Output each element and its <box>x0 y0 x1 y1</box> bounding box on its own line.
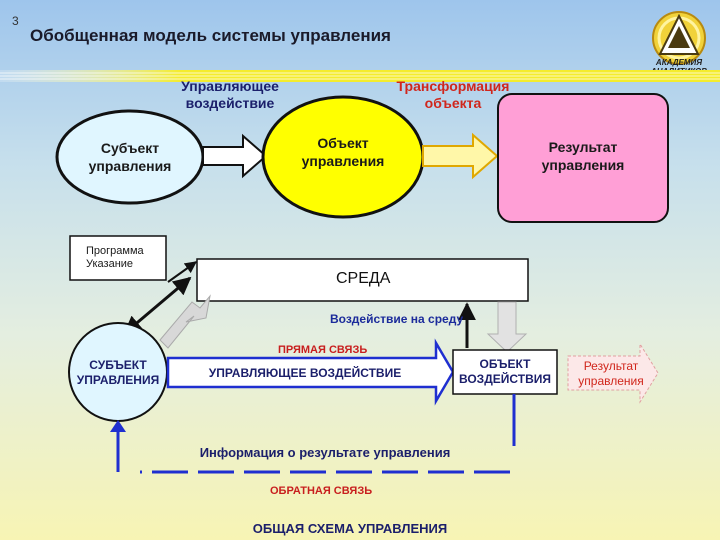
object-label: Объект управления <box>273 134 413 170</box>
arrow-subject-to-object <box>202 133 268 179</box>
slide-title: Обобщенная модель системы управления <box>30 26 391 45</box>
info-label: Информация о результате управления <box>199 445 451 460</box>
result-label: Результат управления <box>510 138 656 174</box>
result-label-line2: управления <box>541 157 625 173</box>
program-label-line1: Программа <box>86 245 144 257</box>
program-label-line2: Указание <box>86 258 134 270</box>
object-box <box>452 349 558 395</box>
program-box <box>69 235 167 281</box>
control-action-label: УПРАВЛЯЮЩЕЕ ВОЗДЕЙСТВИЕ <box>208 366 402 380</box>
object-label-line1: Объект <box>317 135 369 151</box>
arrow-object-to-result <box>422 132 499 180</box>
subject-env-arrow <box>123 276 192 335</box>
bottom-result-line1: Результат <box>583 359 639 373</box>
label-control-action: Управляющее воздействие <box>160 78 300 112</box>
bottom-result-label: Результат управления <box>568 359 654 389</box>
label-transformation-line1: Трансформация <box>396 78 510 94</box>
logo-icon <box>652 11 706 65</box>
bottom-subject-label: СУБЪЕКТ УПРАВЛЕНИЯ <box>70 358 166 388</box>
label-transformation-line2: объекта <box>424 95 482 111</box>
gray-arrow-left <box>159 294 211 349</box>
label-control-action-line2: воздействие <box>185 95 275 111</box>
environment-box <box>196 258 529 302</box>
env-effect-label: Воздействие на среду <box>330 312 464 326</box>
result-arrow <box>567 342 659 404</box>
control-arrow <box>166 338 455 406</box>
program-arrow <box>167 261 197 283</box>
feedback-label: ОБРАТНАЯ СВЯЗЬ <box>270 485 373 497</box>
gray-arrow-right <box>486 301 528 353</box>
feedback-up-head <box>110 420 126 432</box>
slide-number: 3 <box>12 14 19 28</box>
bottom-subject-line1: СУБЪЕКТ <box>89 358 147 372</box>
bottom-subject-line2: УПРАВЛЕНИЯ <box>76 373 160 387</box>
program-label: Программа Указание <box>86 245 164 271</box>
bottom-object-label: ОБЪЕКТ ВОЗДЕЙСТВИЯ <box>453 357 557 387</box>
result-label-line1: Результат <box>548 139 618 155</box>
object-label-line2: управления <box>301 153 385 169</box>
subject-label-line1: Субъект <box>100 140 160 156</box>
label-transformation: Трансформация объекта <box>378 78 528 112</box>
bottom-object-line2: ВОЗДЕЙСТВИЯ <box>458 372 551 386</box>
result-box <box>497 93 669 223</box>
subject-label: Субъект управления <box>60 139 200 175</box>
bottom-result-line2: управления <box>578 374 644 388</box>
title-bar-stripes <box>0 72 720 80</box>
environment-label: СРЕДА <box>336 270 391 287</box>
caption-label: ОБЩАЯ СХЕМА УПРАВЛЕНИЯ <box>252 521 448 536</box>
subject-label-line2: управления <box>88 158 172 174</box>
bottom-object-line1: ОБЪЕКТ <box>479 357 531 371</box>
label-control-action-line1: Управляющее <box>181 78 279 94</box>
direct-link-label: ПРЯМАЯ СВЯЗЬ <box>278 344 368 356</box>
